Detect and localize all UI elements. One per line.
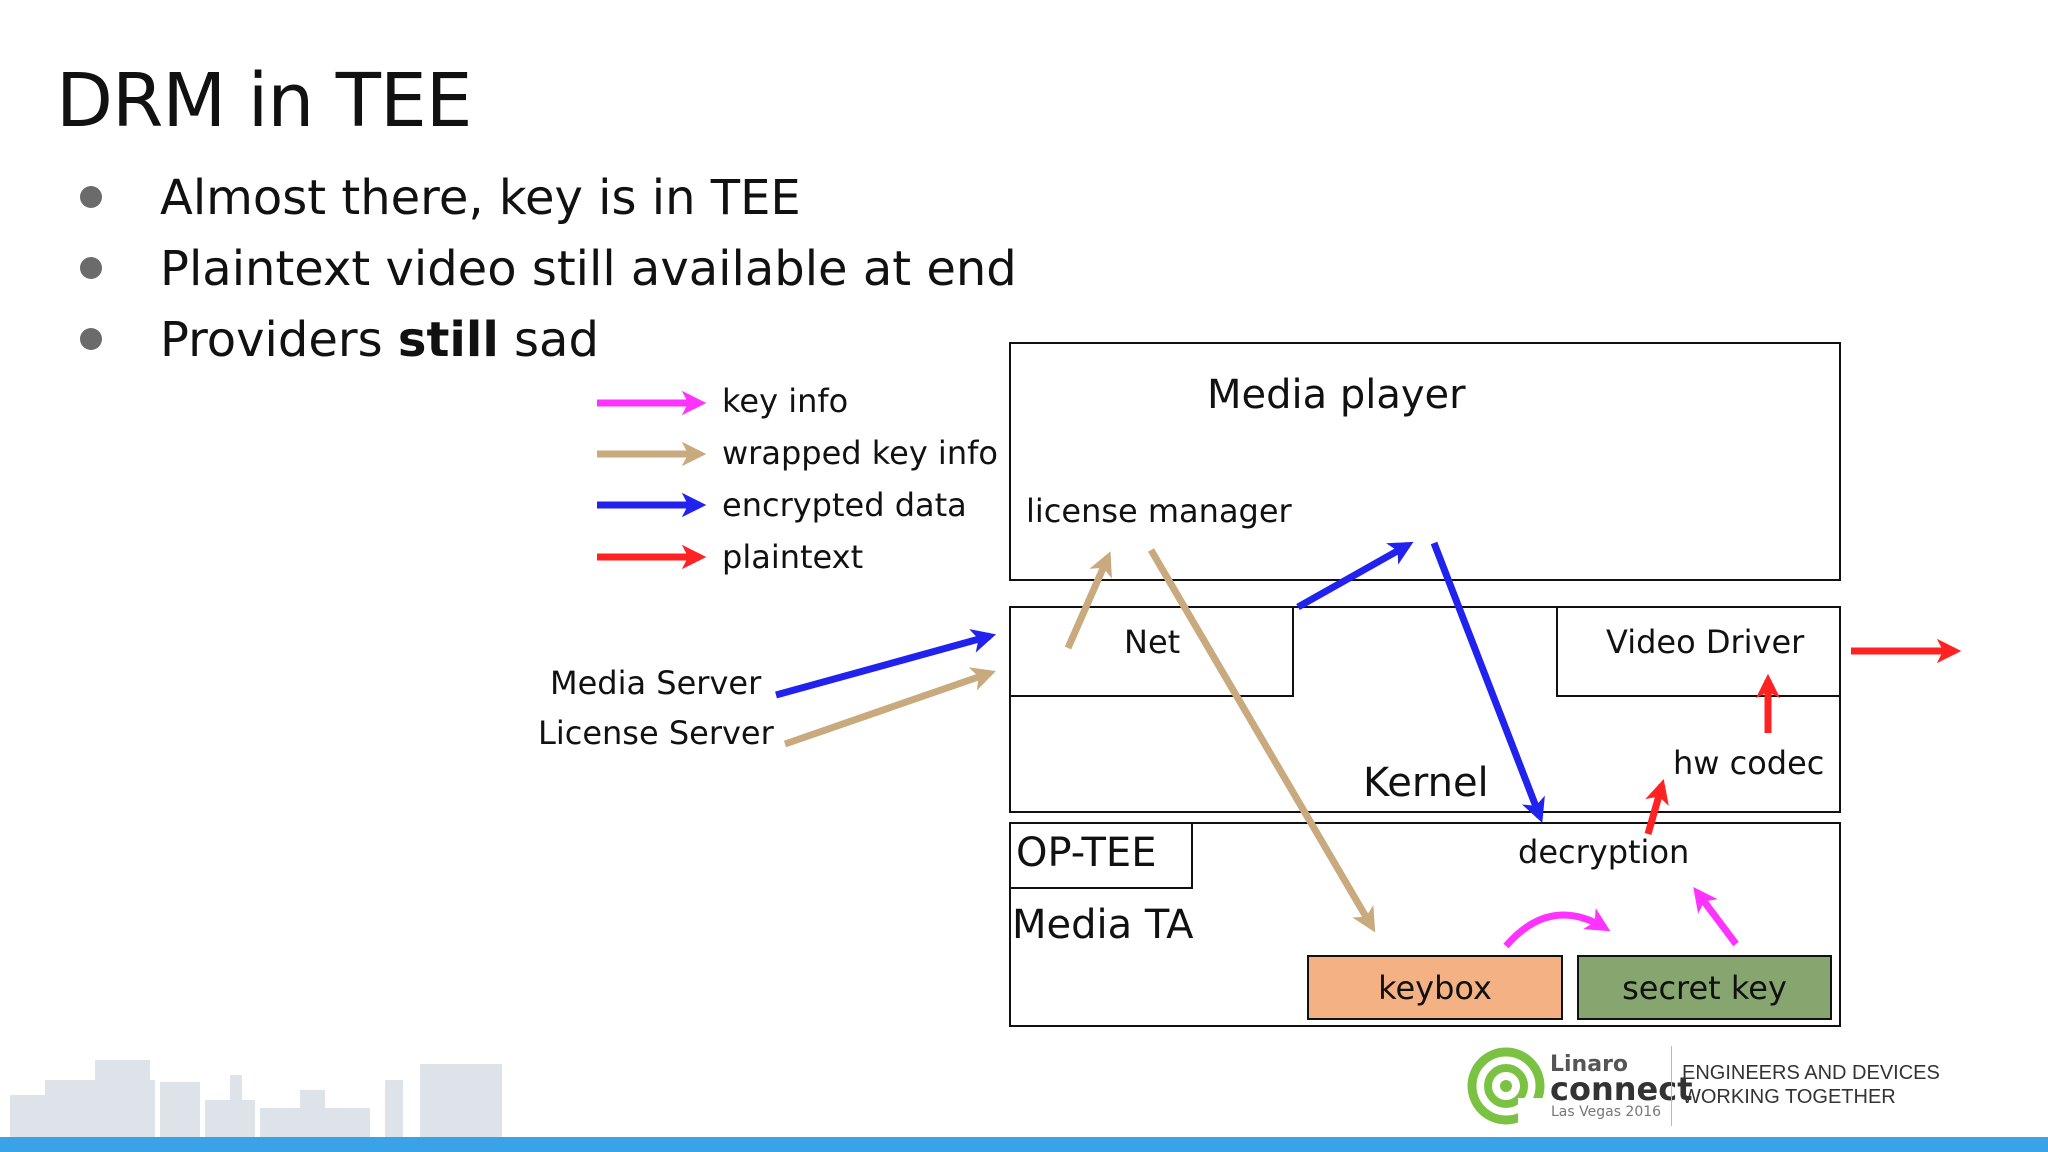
event-location-text: Las Vegas 2016	[1551, 1104, 1662, 1120]
bullet-text-end: sad	[498, 312, 599, 368]
legend-label-key-info: key info	[722, 382, 849, 420]
legend-label-encrypted-data: encrypted data	[722, 486, 967, 524]
encrypted-data-arrow	[1296, 541, 1414, 611]
keybox-label: keybox	[1378, 968, 1492, 1007]
linaro-brand-text: Linaro	[1550, 1052, 1629, 1077]
city-skyline-graphic	[0, 1040, 520, 1137]
media-player-box	[1009, 342, 1841, 581]
wrapped-key-arrow	[1147, 548, 1376, 933]
tagline-line-2: WORKING TOGETHER	[1682, 1086, 1896, 1108]
footer-accent-bar	[0, 1137, 2048, 1152]
op-tee-label-box	[1009, 822, 1193, 889]
kernel-label: Kernel	[1363, 760, 1489, 806]
op-tee-label: OP-TEE	[1016, 830, 1157, 876]
bullet-dot-icon	[80, 257, 102, 279]
bullet-item: Almost there, key is in TEE	[80, 170, 801, 226]
net-box	[1009, 606, 1294, 697]
bullet-item: Providers still sad	[80, 312, 599, 368]
license-server-label: License Server	[538, 714, 774, 752]
secret-key-box: secret key	[1577, 955, 1832, 1020]
key-info-arrow	[1693, 886, 1739, 947]
media-ta-label: Media TA	[1012, 902, 1194, 948]
bullet-text: Plaintext video still available at end	[160, 241, 1017, 297]
hw-codec-label: hw codec	[1673, 744, 1825, 782]
bullet-dot-icon	[80, 186, 102, 208]
media-server-label: Media Server	[550, 664, 762, 702]
encrypted-data-arrow	[1430, 541, 1545, 823]
footer-divider	[1671, 1046, 1672, 1126]
bullet-text: Almost there, key is in TEE	[160, 170, 801, 226]
legend-label-plaintext: plaintext	[722, 538, 864, 576]
secret-key-label: secret key	[1622, 968, 1787, 1007]
bullet-item: Plaintext video still available at end	[80, 241, 1017, 297]
plaintext-arrow	[1644, 778, 1669, 835]
tagline-line-1: ENGINEERS AND DEVICES	[1682, 1062, 1940, 1084]
keybox-box: keybox	[1307, 955, 1563, 1020]
video-driver-box	[1556, 606, 1841, 697]
linaro-connect-logo-icon	[1467, 1047, 1546, 1126]
slide-title: DRM in TEE	[56, 58, 472, 144]
encrypted-data-arrow	[775, 629, 997, 699]
key-info-arrow	[1503, 908, 1611, 949]
net-label: Net	[1124, 623, 1181, 661]
wrapped-key-arrow	[1064, 551, 1112, 650]
video-driver-label: Video Driver	[1606, 623, 1805, 661]
decryption-label: decryption	[1518, 833, 1690, 871]
legend-label-wrapped-key-info: wrapped key info	[722, 434, 998, 472]
bullet-text: Providers	[160, 312, 398, 368]
wrapped-key-arrow	[783, 667, 996, 748]
media-player-label: Media player	[1207, 372, 1466, 418]
bullet-dot-icon	[80, 328, 102, 350]
license-manager-label: license manager	[1026, 492, 1292, 530]
bullet-bold-text: still	[397, 312, 499, 368]
connect-brand-text: connect	[1550, 1070, 1693, 1108]
